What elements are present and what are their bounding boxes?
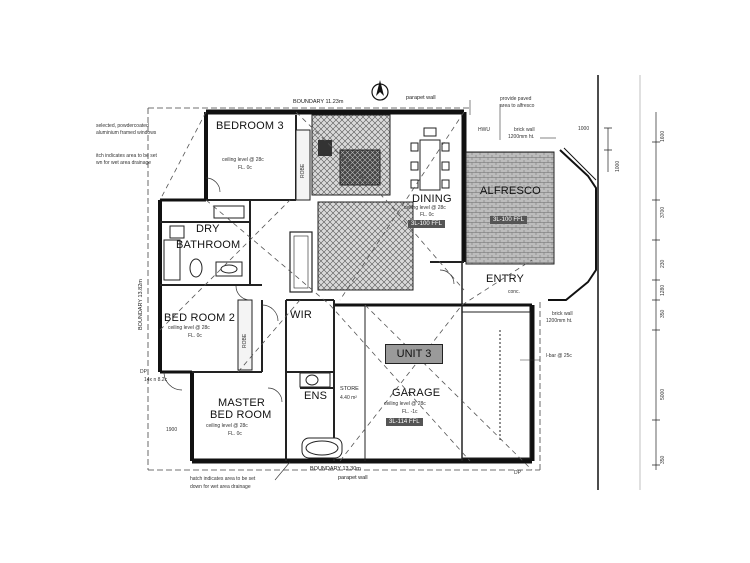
dim-9: 1900 bbox=[166, 427, 178, 433]
dining-ffl-badge: 3L-100 FFL bbox=[408, 220, 446, 228]
dim-7: 350 bbox=[660, 455, 666, 464]
garage-ceiling: ceiling level @ 28c bbox=[384, 401, 426, 407]
note-conc: conc. bbox=[508, 289, 520, 295]
room-dining: DINING bbox=[412, 193, 452, 205]
dim-1: 1600 bbox=[660, 130, 666, 142]
dining-ceiling: ceiling level @ 28c bbox=[404, 205, 446, 211]
note-hatch-bottom-1: hatch indicates area to be set bbox=[190, 476, 256, 482]
bedroom2-fl: FL. 0c bbox=[188, 333, 202, 339]
dim-4: 1280 bbox=[660, 284, 666, 296]
note-dp-2: DP bbox=[514, 470, 521, 476]
note-hatch-1: itch indicates area to be set bbox=[96, 153, 157, 159]
dining-table bbox=[410, 127, 450, 191]
room-dry: DRY bbox=[196, 223, 220, 235]
bedroom3-ceiling: ceiling level @ 28c bbox=[222, 157, 264, 163]
ensuite-fixtures bbox=[299, 372, 343, 459]
kitchen-island-dark bbox=[339, 149, 381, 186]
kitchen-dark-strip bbox=[318, 140, 332, 156]
store-area: 4.40 m² bbox=[340, 395, 357, 401]
bed3-robe-label: ROBE bbox=[300, 163, 306, 178]
note-paving-1: provide paved bbox=[500, 96, 532, 102]
alfresco-ffl-badge: 3L-100 FFL bbox=[490, 216, 528, 224]
dim-0: 1000 bbox=[578, 126, 590, 132]
bedroom3-fl: FL. 0c bbox=[238, 165, 252, 171]
master-fl: FL. 0c bbox=[228, 431, 242, 437]
dim-8: 1000 bbox=[615, 160, 621, 172]
alfresco-brick-wall bbox=[548, 149, 597, 301]
note-brick-right-2: 1200mm ht. bbox=[546, 318, 573, 324]
door-swings bbox=[163, 177, 455, 403]
unit-number-label: UNIT 3 bbox=[385, 344, 443, 364]
room-master: MASTER bbox=[218, 397, 266, 409]
roof-diagonals bbox=[159, 111, 533, 471]
bathroom-fixtures bbox=[163, 205, 245, 281]
room-alfresco: ALFRESCO bbox=[480, 185, 541, 197]
note-windows-1: selected, powdercoated bbox=[96, 123, 149, 129]
room-garage: GARAGE bbox=[392, 387, 441, 399]
note-hwu: HWU bbox=[478, 127, 490, 133]
parapet-top-label: parapet wall bbox=[406, 95, 436, 101]
note-brick-top-2: 1200mm ht. bbox=[508, 134, 535, 140]
alfresco-paving bbox=[465, 151, 555, 265]
interior-walls bbox=[160, 115, 464, 461]
north-arrow-icon bbox=[371, 80, 389, 101]
note-windows-2: aluminium framed windows bbox=[96, 130, 157, 136]
dim-5: 350 bbox=[660, 309, 666, 318]
sofa bbox=[289, 231, 313, 293]
dining-fl: FL. 0c bbox=[420, 212, 434, 218]
note-hatch-2: wn for wet area drainage bbox=[96, 160, 152, 166]
boundary-left-label: BOUNDARY 13.82m bbox=[138, 279, 144, 330]
note-dp-1: DP bbox=[140, 369, 147, 375]
bed3-robe bbox=[295, 129, 311, 201]
room-entry: ENTRY bbox=[486, 273, 525, 285]
exterior-walls bbox=[158, 109, 535, 464]
dim-6: 5000 bbox=[660, 388, 666, 400]
master-ceiling: ceiling level @ 28c bbox=[206, 423, 248, 429]
note-hatch-bottom-2: down for wet area drainage bbox=[190, 484, 251, 490]
room-bedroom3: BEDROOM 3 bbox=[216, 120, 284, 132]
living-tiles bbox=[317, 201, 414, 291]
parapet-bottom-label: parapet wall bbox=[338, 475, 368, 481]
note-paving-2: area to alfresco bbox=[500, 103, 535, 109]
note-brick-top-1: brick wall bbox=[514, 127, 535, 133]
garage-door-frame bbox=[461, 311, 531, 459]
bed2-robe bbox=[237, 299, 253, 371]
site-boundary bbox=[147, 107, 541, 471]
dim-2: 3700 bbox=[660, 206, 666, 218]
dim-3: 230 bbox=[660, 259, 666, 268]
room-bedroom2: BED ROOM 2 bbox=[164, 312, 236, 324]
dimension-line-right bbox=[604, 112, 660, 470]
garage-fl: FL. -1c bbox=[402, 409, 418, 415]
note-brick-right-1: brick wall bbox=[552, 311, 573, 317]
bed2-robe-label: ROBE bbox=[242, 333, 248, 348]
bedroom2-ceiling: ceiling level @ 28c bbox=[168, 325, 210, 331]
note-lintel: 14x n 8.2c bbox=[144, 377, 168, 383]
room-bathroom: BATHROOM bbox=[176, 239, 241, 251]
room-wir: WIR bbox=[290, 309, 312, 321]
boundary-bottom-label: BOUNDARY 13.30m bbox=[310, 466, 361, 472]
room-ens: ENS bbox=[304, 390, 328, 402]
boundary-top-label: BOUNDARY 11.23m bbox=[293, 99, 344, 105]
note-lbar: l-bar @ 25c bbox=[546, 353, 572, 359]
room-store: STORE bbox=[340, 386, 359, 392]
garage-ffl-badge: 3L-114 FFL bbox=[386, 418, 423, 426]
room-master-2: BED ROOM bbox=[210, 409, 272, 421]
